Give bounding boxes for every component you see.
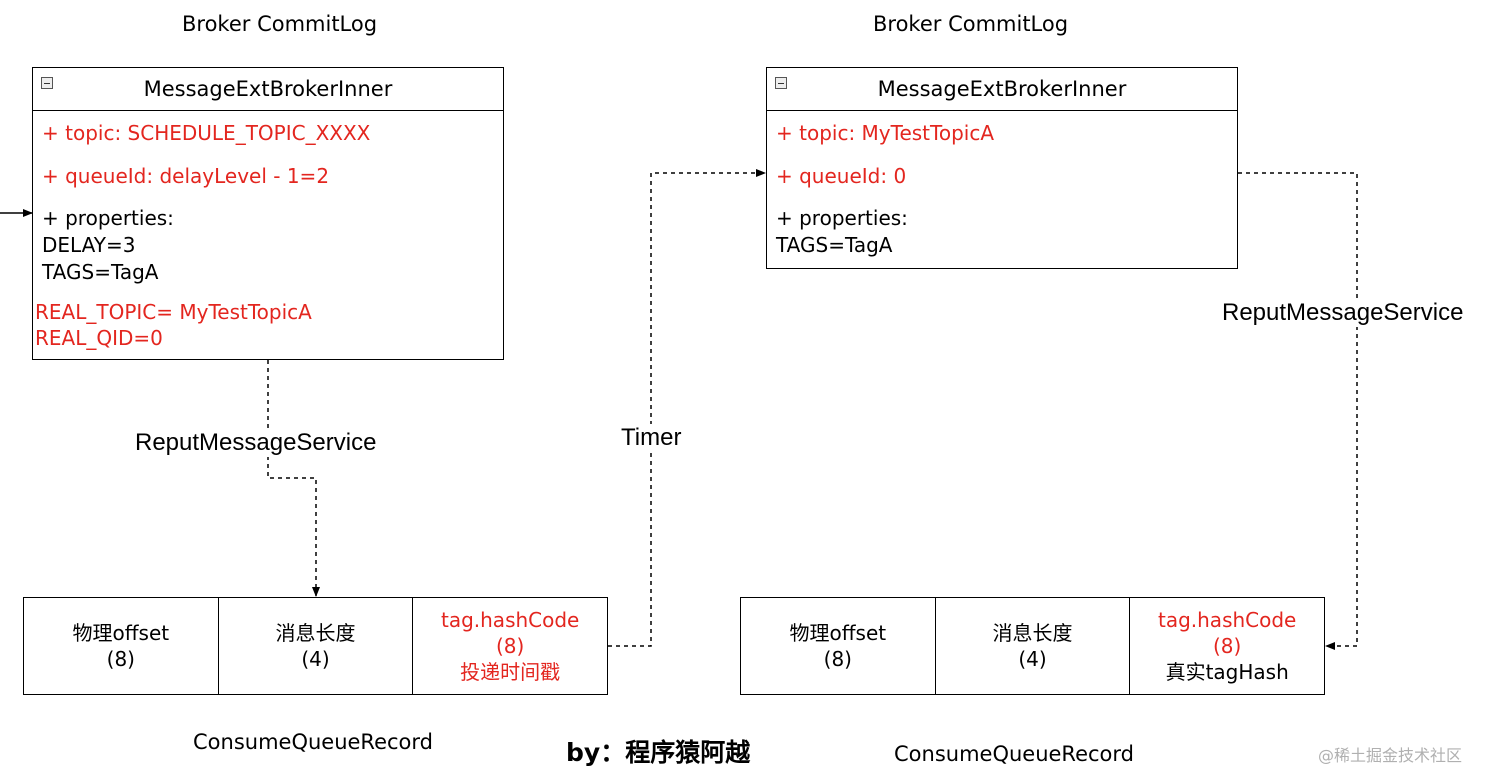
cq-cell-line: 物理offset — [789, 621, 887, 645]
reput-left-connector — [267, 360, 320, 597]
cq-cell-line: (8) — [823, 647, 852, 671]
cq-cell-line: (8) — [106, 647, 135, 671]
reput-left-label: ReputMessageService — [135, 429, 377, 457]
right-message-box: MessageExtBrokerInner + topic: MyTestTop… — [766, 67, 1238, 269]
cq-cell-length: 消息长度 (4) — [934, 598, 1130, 694]
cq-cell-line: (8) — [1213, 634, 1242, 658]
right-queueid-attr: + queueId: 0 — [776, 164, 907, 188]
right-topic-attr: + topic: MyTestTopicA — [776, 121, 994, 145]
reput-right-connector — [1238, 172, 1358, 650]
right-tags-prop: TAGS=TagA — [776, 233, 893, 257]
collapse-icon[interactable] — [41, 77, 53, 89]
cq-cell-line: (4) — [1018, 647, 1047, 671]
cq-cell-line: 消息长度 — [992, 621, 1073, 645]
cq-cell-line: tag.hashCode — [1157, 608, 1297, 632]
cq-cell-line: 真实tagHash — [1165, 660, 1289, 684]
collapse-icon[interactable] — [775, 77, 787, 89]
cq-cell-taghash: tag.hashCode (8) 真实tagHash — [1129, 598, 1324, 694]
right-consume-queue-record: 物理offset (8) 消息长度 (4) tag.hashCode (8) 真… — [740, 597, 1325, 695]
cq-cell-taghash: tag.hashCode (8) 投递时间戳 — [412, 598, 607, 694]
right-cq-label: ConsumeQueueRecord — [894, 742, 1134, 766]
cq-cell-offset: 物理offset (8) — [24, 598, 218, 694]
right-title: Broker CommitLog — [873, 12, 1069, 36]
left-tags-prop: TAGS=TagA — [42, 260, 159, 284]
left-message-box: MessageExtBrokerInner + topic: SCHEDULE_… — [32, 67, 504, 360]
watermark: @稀土掘金技术社区 — [1318, 746, 1463, 765]
right-class-header: MessageExtBrokerInner — [767, 68, 1237, 111]
timer-label: Timer — [621, 424, 682, 452]
cq-cell-line: 投递时间戳 — [460, 660, 561, 684]
timer-connector — [608, 169, 766, 647]
cq-cell-line: (4) — [301, 647, 330, 671]
left-real-topic-prop: REAL_TOPIC= MyTestTopicA — [35, 300, 312, 324]
left-consume-queue-record: 物理offset (8) 消息长度 (4) tag.hashCode (8) 投… — [23, 597, 608, 695]
cq-cell-line: tag.hashCode — [440, 608, 580, 632]
author-credit: by：程序猿阿越 — [566, 738, 751, 767]
left-queueid-attr: + queueId: delayLevel - 1=2 — [42, 164, 330, 188]
reput-right-label: ReputMessageService — [1222, 299, 1464, 327]
cq-cell-length: 消息长度 (4) — [217, 598, 413, 694]
right-class-name: MessageExtBrokerInner — [877, 77, 1127, 101]
cq-cell-line: (8) — [496, 634, 525, 658]
left-class-name: MessageExtBrokerInner — [143, 77, 393, 101]
right-properties-label: + properties: — [776, 206, 908, 230]
left-title: Broker CommitLog — [182, 12, 378, 36]
left-topic-attr: + topic: SCHEDULE_TOPIC_XXXX — [42, 121, 371, 145]
left-real-qid-prop: REAL_QID=0 — [35, 326, 163, 350]
left-properties-label: + properties: — [42, 206, 174, 230]
cq-cell-offset: 物理offset (8) — [741, 598, 935, 694]
cq-cell-line: 消息长度 — [275, 621, 356, 645]
left-cq-label: ConsumeQueueRecord — [193, 730, 433, 754]
left-class-header: MessageExtBrokerInner — [33, 68, 503, 111]
left-delay-prop: DELAY=3 — [42, 233, 136, 257]
cq-cell-line: 物理offset — [72, 621, 170, 645]
